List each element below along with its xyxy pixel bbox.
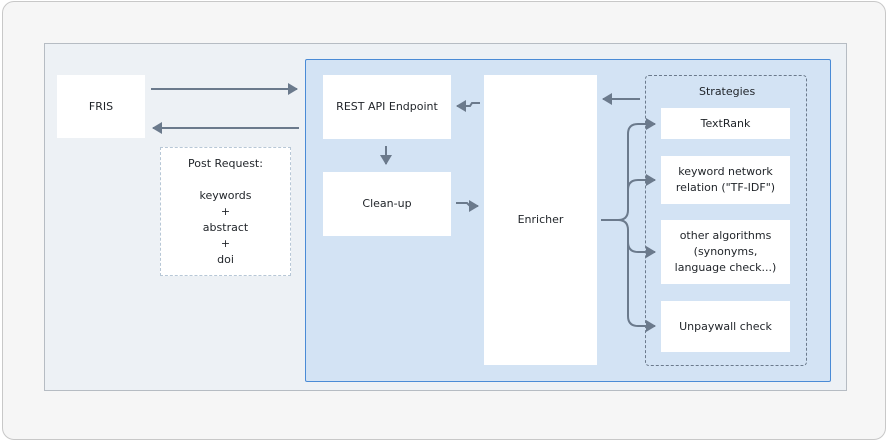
post-request-title: Post Request: xyxy=(188,157,263,170)
enricher-box: Enricher xyxy=(484,75,597,365)
strategy-keyword-network: keyword network relation ("TF-IDF") xyxy=(661,156,790,204)
strategy-textrank: TextRank xyxy=(661,108,790,139)
strategy-unpaywall: Unpaywall check xyxy=(661,301,790,352)
rest-api-endpoint-box: REST API Endpoint xyxy=(323,75,451,139)
post-request-keywords: keywords xyxy=(199,189,252,202)
fris-box: FRIS xyxy=(57,75,145,138)
enricher-label: Enricher xyxy=(517,213,564,226)
strategy-label: TextRank xyxy=(700,116,751,130)
strategy-label: other algorithms (synonyms, language che… xyxy=(674,229,777,274)
post-request-blank xyxy=(161,172,290,188)
strategies-title: Strategies xyxy=(699,85,756,98)
post-request-note: Post Request: keywords + abstract + doi xyxy=(160,147,291,276)
rest-api-endpoint-label: REST API Endpoint xyxy=(336,100,438,113)
fris-label: FRIS xyxy=(88,99,114,113)
post-request-doi: doi xyxy=(217,253,234,266)
strategy-label: keyword network relation ("TF-IDF") xyxy=(675,165,776,194)
cleanup-box: Clean-up xyxy=(323,172,451,236)
post-request-abstract: abstract xyxy=(202,221,249,234)
strategy-label: Unpaywall check xyxy=(679,319,772,333)
cleanup-label: Clean-up xyxy=(362,197,412,210)
post-request-plus-2: + xyxy=(220,237,231,250)
strategy-other-algorithms: other algorithms (synonyms, language che… xyxy=(661,220,790,284)
post-request-plus-1: + xyxy=(220,205,231,218)
